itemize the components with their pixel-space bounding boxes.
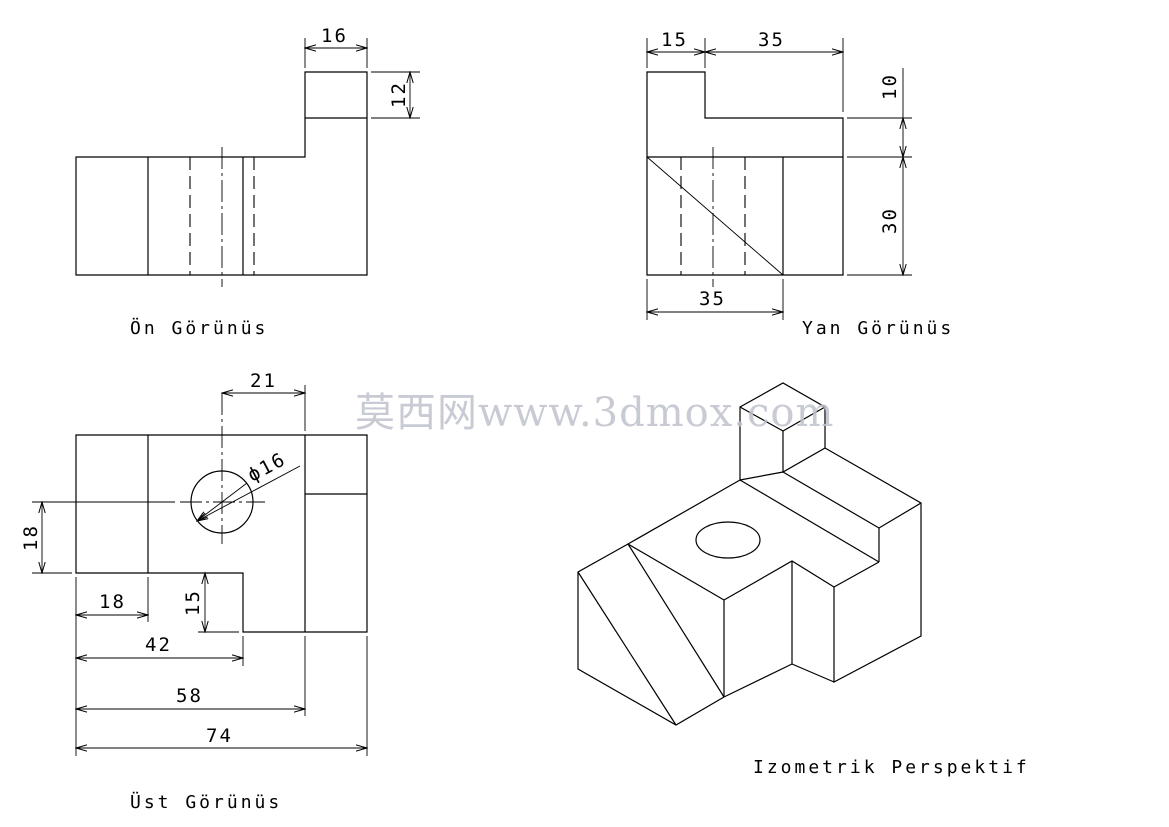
dim-top-18-vertical: 18	[20, 524, 42, 551]
isometric-view	[577, 382, 922, 726]
dim-side-30: 30	[879, 207, 901, 234]
watermark: 莫西网www.3dmox.com	[355, 390, 834, 436]
dim-side-35-bottom: 35	[699, 288, 726, 310]
dim-side-10: 10	[879, 73, 901, 100]
dim-front-16: 16	[321, 25, 348, 47]
dim-top-74: 74	[206, 725, 233, 747]
dim-front-12: 12	[388, 81, 410, 108]
front-view	[75, 38, 420, 287]
caption-top-view: Üst Görünüs	[130, 791, 282, 813]
caption-isometric: Izometrik Perspektif	[753, 757, 1030, 778]
top-view	[32, 385, 367, 756]
dim-top-dia16: ϕ16	[244, 448, 290, 486]
dim-side-15: 15	[661, 29, 688, 51]
dim-side-35-top: 35	[758, 29, 785, 51]
dim-top-15: 15	[182, 589, 204, 616]
side-view	[647, 38, 912, 320]
caption-front-view: Ön Görünüs	[130, 317, 268, 339]
dim-top-58: 58	[176, 685, 203, 707]
dim-top-21: 21	[250, 370, 277, 392]
caption-side-view: Yan Görünüs	[802, 318, 954, 339]
dim-top-18: 18	[99, 591, 126, 613]
dim-top-42: 42	[145, 634, 172, 656]
